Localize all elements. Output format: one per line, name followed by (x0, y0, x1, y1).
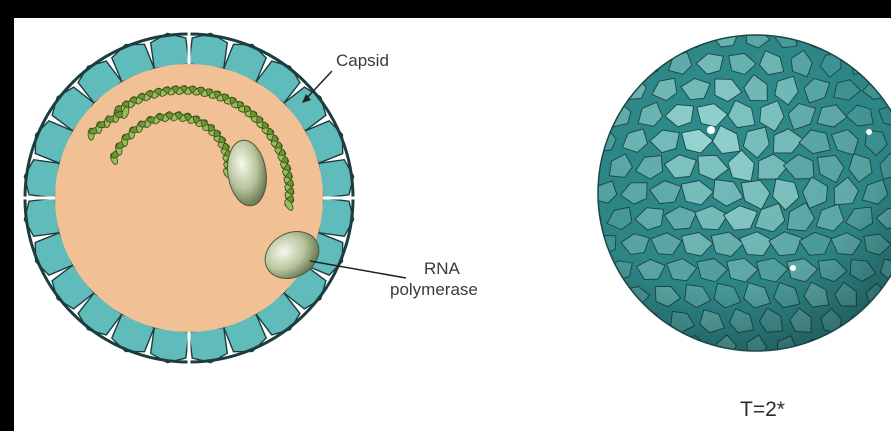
rna-polymerase-label-line2: polymerase (390, 280, 478, 300)
capsid-label: Capsid (336, 51, 389, 71)
virus-diagram (14, 18, 891, 431)
diagram-panel: Capsid RNA polymerase T=2* (14, 18, 891, 431)
capsid-cross-section-icon (21, 30, 357, 366)
rna-polymerase-label-line1: RNA (424, 259, 460, 279)
icosahedral-capsid-sphere-icon (581, 26, 891, 361)
triangulation-number-label: T=2* (740, 398, 785, 422)
virion-interior (55, 64, 323, 332)
